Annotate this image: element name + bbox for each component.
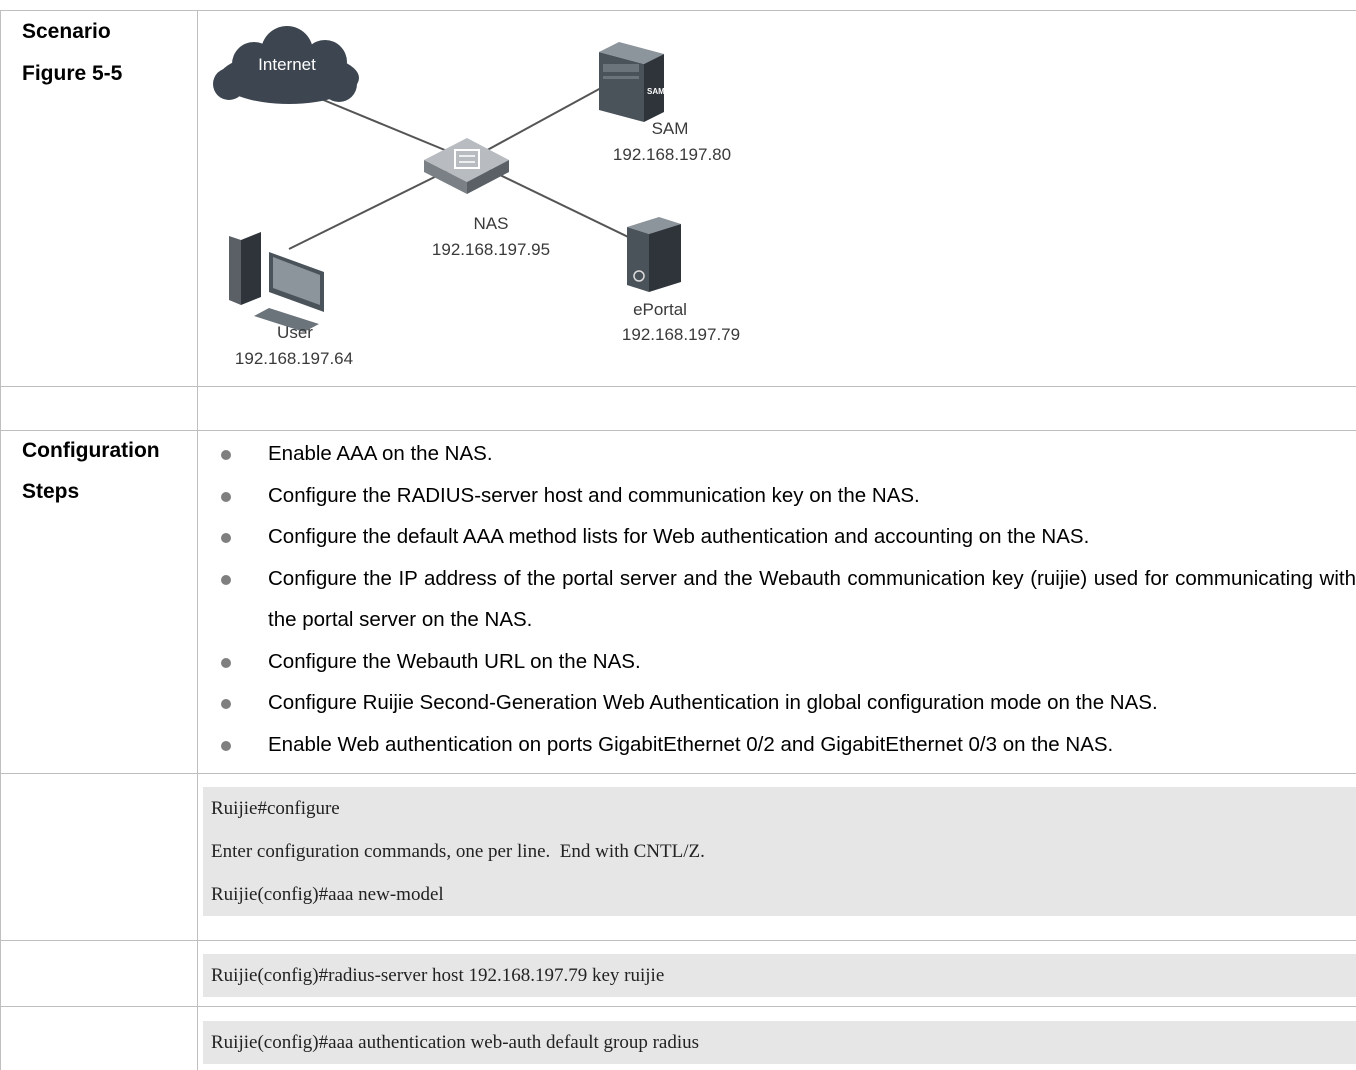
- list-item: Configure Ruijie Second-Generation Web A…: [198, 682, 1356, 724]
- list-item: Enable AAA on the NAS.: [198, 433, 1356, 475]
- code-line: Ruijie(config)#aaa authentication web-au…: [211, 1032, 700, 1053]
- bullet-icon: [221, 699, 231, 709]
- row-divider: [0, 1006, 1356, 1007]
- link-nas-sam: [468, 81, 613, 161]
- table-top-border: [0, 10, 1356, 11]
- user-label: User: [277, 323, 313, 342]
- eportal-ip: 192.168.197.79: [622, 325, 740, 344]
- sam-ip: 192.168.197.80: [613, 145, 731, 164]
- code-line: Ruijie(config)#aaa new-model: [211, 884, 444, 905]
- row-divider: [0, 430, 1356, 431]
- configuration-label: Configuration: [22, 439, 160, 462]
- list-item: Configure the IP address of the portal s…: [198, 558, 1356, 641]
- list-item: Enable Web authentication on ports Gigab…: [198, 724, 1356, 766]
- bullet-icon: [221, 491, 231, 502]
- user-ip: 192.168.197.64: [235, 349, 353, 368]
- sam-server-icon: SAM: [599, 42, 665, 122]
- nas-switch-icon: [424, 138, 509, 194]
- code-line: Ruijie(config)#radius-server host 192.16…: [211, 965, 665, 986]
- list-item: Configure the default AAA method lists f…: [198, 516, 1356, 558]
- code-line: Enter configuration commands, one per li…: [211, 841, 705, 862]
- sam-label: SAM: [652, 119, 689, 138]
- figure-label: Figure 5-5: [22, 62, 123, 85]
- code-block: Ruijie#configure Enter configuration com…: [203, 787, 1356, 916]
- nas-ip: 192.168.197.95: [432, 240, 550, 259]
- bullet-icon: [221, 657, 231, 668]
- network-topology-diagram: Internet SAM SAM 192.168.197.80 NAS 192.…: [213, 26, 740, 368]
- code-block: Ruijie(config)#aaa authentication web-au…: [203, 1021, 1356, 1064]
- column-divider: [197, 10, 198, 1070]
- eportal-server-icon: [627, 217, 681, 292]
- row-divider: [0, 386, 1356, 387]
- scenario-label: Scenario: [22, 20, 111, 43]
- bullet-icon: [221, 574, 231, 585]
- bullet-icon: [221, 740, 231, 751]
- row-divider: [0, 940, 1356, 941]
- code-block: Ruijie(config)#radius-server host 192.16…: [203, 954, 1356, 997]
- link-internet-nas: [308, 93, 470, 161]
- code-line: Ruijie#configure: [211, 798, 340, 819]
- nas-label: NAS: [474, 214, 509, 233]
- configuration-steps-list: Enable AAA on the NAS. Configure the RAD…: [198, 433, 1356, 765]
- user-pc-icon: [229, 232, 324, 332]
- list-item: Configure the RADIUS-server host and com…: [198, 475, 1356, 517]
- eportal-label: ePortal: [633, 300, 687, 319]
- bullet-icon: [221, 533, 231, 543]
- internet-cloud-icon: [213, 26, 359, 104]
- steps-label: Steps: [22, 480, 80, 503]
- table-left-border: [0, 10, 1, 1070]
- sam-badge: SAM: [647, 87, 665, 96]
- list-item: Configure the Webauth URL on the NAS.: [198, 641, 1356, 683]
- row-divider: [0, 773, 1356, 774]
- bullet-icon: [221, 450, 231, 460]
- internet-label: Internet: [258, 55, 316, 74]
